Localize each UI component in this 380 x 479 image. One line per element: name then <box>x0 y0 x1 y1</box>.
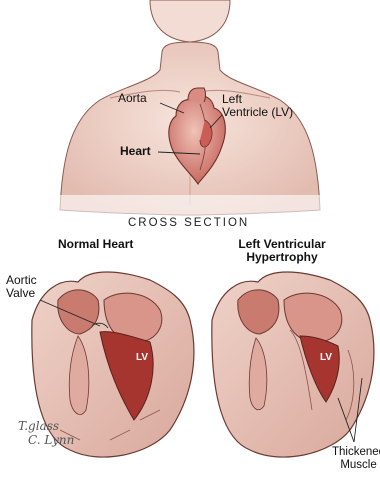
thickened-muscle-label: Thickened Muscle <box>332 446 380 472</box>
aortic-valve-label: Aortic Valve <box>6 274 37 300</box>
aorta-label: Aorta <box>118 92 147 105</box>
artist-signature-line2: C. Lynn <box>28 434 74 447</box>
cross-section-title: CROSS SECTION <box>128 217 249 229</box>
artist-signature-line1: T.glass <box>18 420 59 433</box>
left-ventricle-label: Left Ventricle (LV) <box>222 93 293 119</box>
lv-label-normal: LV <box>136 352 148 363</box>
lvh-title: Left Ventricular Hypertrophy <box>222 238 342 264</box>
heart-label: Heart <box>120 145 151 158</box>
lv-label-lvh: LV <box>320 352 332 363</box>
normal-heart-title: Normal Heart <box>58 238 133 251</box>
